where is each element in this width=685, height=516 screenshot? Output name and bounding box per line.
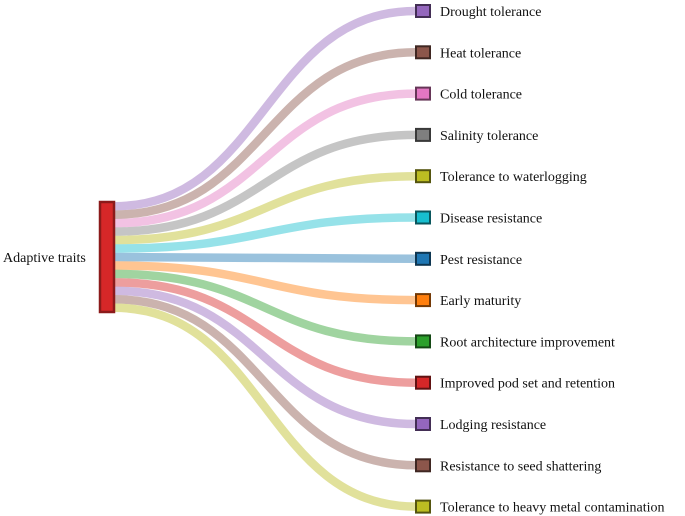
link-2[interactable] [113,48,417,219]
link-6[interactable] [113,213,417,253]
target-label-11: Lodging resistance [440,418,546,433]
link-10[interactable] [113,278,417,387]
link-12[interactable] [113,295,417,470]
target-node-13[interactable] [415,499,431,514]
target-label-9: Root architecture improvement [440,335,615,350]
link-3[interactable] [113,89,417,228]
target-label-5: Tolerance to waterlogging [440,170,587,185]
target-label-1: Drought tolerance [440,5,541,20]
target-label-12: Resistance to seed shattering [440,459,601,474]
target-label-8: Early maturity [440,294,521,309]
link-5[interactable] [113,171,417,245]
target-node-8[interactable] [415,293,431,308]
target-node-1[interactable] [415,4,431,18]
target-label-4: Salinity tolerance [440,129,538,144]
source-node[interactable] [98,200,116,314]
target-node-6[interactable] [415,210,431,225]
target-node-4[interactable] [415,127,431,142]
link-7[interactable] [113,252,417,264]
link-9[interactable] [113,269,417,346]
target-label-7: Pest resistance [440,253,522,268]
target-label-10: Improved pod set and retention [440,377,615,392]
link-1[interactable] [113,6,417,211]
links-group [113,6,417,511]
target-label-3: Cold tolerance [440,88,522,103]
target-label-6: Disease resistance [440,212,542,227]
target-label-2: Heat tolerance [440,46,521,61]
link-4[interactable] [113,130,417,236]
target-node-11[interactable] [415,417,431,431]
target-node-2[interactable] [415,45,431,60]
source-label: Adaptive traits [3,251,86,266]
target-label-13: Tolerance to heavy metal contamination [440,501,665,516]
target-node-9[interactable] [415,334,431,349]
target-node-12[interactable] [415,458,431,473]
target-node-3[interactable] [415,86,431,101]
link-11[interactable] [113,286,417,429]
target-node-10[interactable] [415,375,431,390]
target-node-5[interactable] [415,169,431,184]
link-8[interactable] [113,261,417,305]
link-13[interactable] [113,303,417,511]
target-node-7[interactable] [415,251,431,266]
